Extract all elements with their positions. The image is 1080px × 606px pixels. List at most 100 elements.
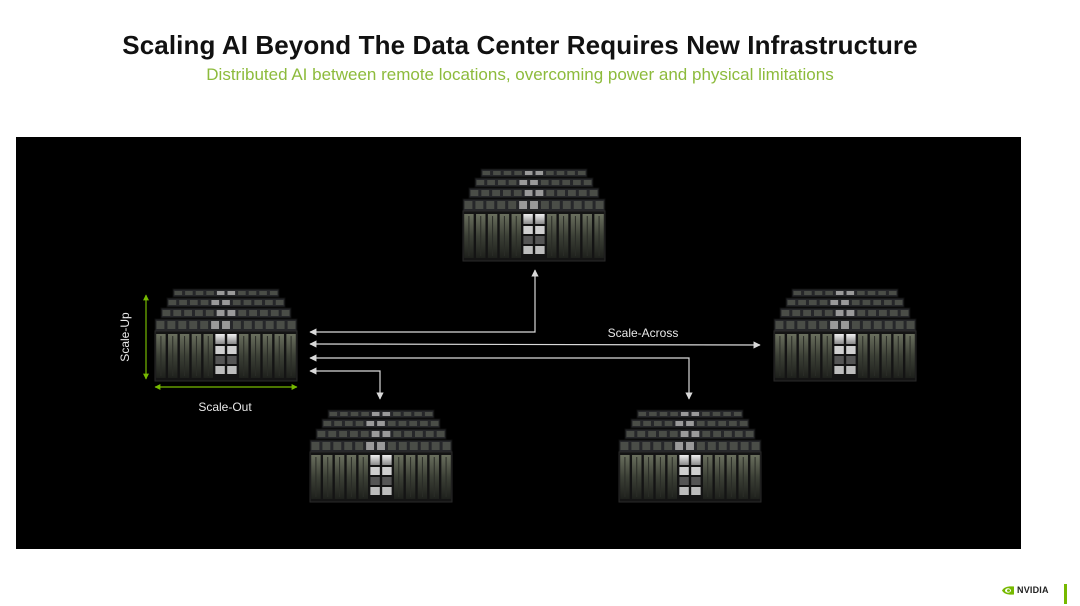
- rack-slot: [216, 291, 225, 295]
- rack-slot: [873, 300, 882, 305]
- rack-slot: [276, 321, 285, 329]
- rack-slot: [508, 201, 517, 209]
- rack-slot: [350, 431, 358, 437]
- footer-accent-bar: [1064, 584, 1067, 604]
- switch-tray: [215, 346, 225, 354]
- rack-slot: [546, 190, 555, 196]
- rack-slot: [895, 321, 904, 329]
- rack-slot: [556, 171, 565, 175]
- rack-slot: [675, 421, 684, 426]
- rack-slot: [508, 180, 517, 185]
- rack-slot: [862, 321, 871, 329]
- rack-slot: [409, 421, 418, 426]
- rack-slot: [174, 291, 183, 295]
- switch-tray: [834, 334, 844, 344]
- rack-tier: [480, 168, 588, 178]
- rack-slot: [275, 300, 284, 305]
- rack-slot: [793, 291, 802, 295]
- rack-slot: [184, 310, 192, 316]
- rack-slot: [173, 310, 182, 316]
- switch-tray: [679, 477, 689, 485]
- rack-front: [462, 210, 606, 262]
- rack-slot: [387, 421, 396, 426]
- rack-slot: [713, 431, 721, 437]
- switch-tray: [691, 487, 701, 495]
- rack-slot: [653, 421, 662, 426]
- rack-slot: [894, 300, 903, 305]
- rack-slot: [195, 310, 203, 316]
- rack-slot: [819, 321, 828, 329]
- rack-front: [154, 330, 298, 382]
- rack-slot: [249, 310, 257, 316]
- switch-tray: [834, 346, 844, 354]
- rack-slot: [707, 442, 716, 450]
- diagram-panel: Scale-Up Scale-Out Scale-Across: [16, 137, 1021, 549]
- rack-slot: [857, 310, 866, 316]
- rack-slot: [835, 310, 844, 316]
- switch-tray: [523, 226, 533, 234]
- rack-slot: [415, 431, 423, 437]
- rack-slot: [503, 190, 511, 196]
- rack-slot: [540, 180, 549, 185]
- rack-slot: [189, 300, 198, 305]
- server-cluster-icon: [154, 288, 298, 382]
- switch-tray: [535, 236, 545, 244]
- rack-slot: [879, 310, 887, 316]
- rack-slot: [530, 201, 538, 209]
- rack-slot: [781, 310, 790, 316]
- rack-slot: [269, 291, 278, 295]
- rack-slot: [691, 412, 700, 416]
- switch-tray: [227, 346, 237, 354]
- rack-slot: [476, 180, 485, 185]
- rack-slot: [420, 442, 429, 450]
- rack-slot: [729, 442, 738, 450]
- rack-slot: [631, 442, 640, 450]
- switch-tray: [679, 455, 689, 465]
- rack-slot: [377, 421, 385, 426]
- rack-slot: [632, 421, 641, 426]
- rack-slot: [686, 421, 694, 426]
- rack-slot: [189, 321, 198, 329]
- rack-slot: [637, 431, 646, 437]
- rack-slot: [398, 421, 407, 426]
- rack-slot: [851, 300, 860, 305]
- rack-slot: [222, 321, 230, 329]
- connectors: [309, 269, 761, 400]
- rack-slot: [696, 442, 705, 450]
- rack-slot: [643, 421, 651, 426]
- rack-slot: [344, 442, 353, 450]
- rack-slot: [205, 310, 214, 316]
- rack-slot: [733, 412, 742, 416]
- rack-slot: [835, 291, 844, 295]
- rack-slot: [723, 412, 731, 416]
- rack-slot: [195, 291, 204, 295]
- rack-front: [773, 330, 917, 382]
- rack-front: [618, 451, 762, 503]
- rack-slot: [825, 291, 833, 295]
- rack-slot: [888, 291, 897, 295]
- rack-slot: [366, 421, 375, 426]
- switch-tray: [846, 366, 856, 374]
- server-cluster-icon: [309, 409, 453, 503]
- switch-tray: [227, 366, 237, 374]
- rack-slot: [211, 300, 220, 305]
- rack-slot: [568, 190, 576, 196]
- switch-tray: [691, 455, 701, 465]
- rack-slot: [546, 171, 554, 175]
- rack-slot: [696, 421, 705, 426]
- rack-slot: [333, 442, 342, 450]
- rack-slot: [846, 310, 855, 316]
- rack-slot: [884, 300, 892, 305]
- rack-slot: [653, 442, 662, 450]
- rack-slot: [551, 201, 560, 209]
- switch-tray: [691, 467, 701, 475]
- rack-slot: [470, 190, 479, 196]
- rack-slot: [168, 300, 177, 305]
- rack-slot: [238, 310, 247, 316]
- switch-tray: [523, 236, 533, 244]
- rack-slot: [430, 421, 439, 426]
- rack-slot: [200, 300, 209, 305]
- rack-slot: [206, 291, 214, 295]
- rack-slot: [620, 442, 629, 450]
- rack-slot: [322, 442, 331, 450]
